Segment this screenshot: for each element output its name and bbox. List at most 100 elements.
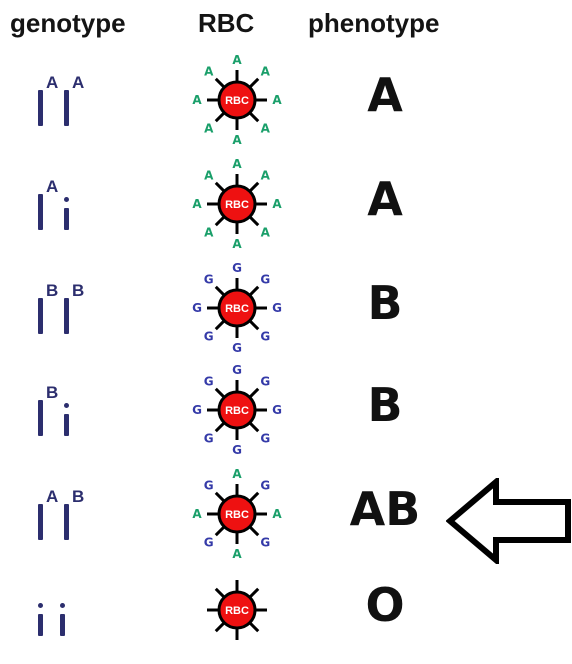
antigen-label: A: [261, 169, 271, 183]
rbc-header: RBC: [198, 8, 255, 38]
antigen-label: G: [260, 431, 270, 445]
receptor-spike: [248, 587, 260, 599]
allele-stem: [60, 614, 65, 636]
receptor-spike: [248, 215, 260, 227]
phenotype-label: O: [365, 578, 405, 632]
phenotype-label: B: [367, 276, 403, 330]
antigen-label: G: [192, 403, 202, 417]
rbc-label: RBC: [225, 405, 249, 417]
genotype-header: genotype: [10, 8, 126, 38]
receptor-spike: [248, 525, 260, 537]
antigen-label: A: [261, 65, 271, 79]
antigen-label: A: [232, 157, 242, 171]
antigen-label: G: [260, 535, 270, 549]
receptor-spike: [214, 587, 226, 599]
arrow-left-icon: [445, 475, 572, 567]
antigen-label: A: [232, 237, 242, 251]
receptor-spike: [214, 421, 226, 433]
allele-dot: [38, 603, 43, 608]
antigen-label: A: [192, 93, 202, 107]
antigen-label: A: [232, 53, 242, 67]
receptor-spike: [248, 387, 260, 399]
antigen-label: A: [204, 225, 214, 239]
phenotype-label: A: [367, 68, 403, 122]
receptor-spike: [214, 525, 226, 537]
antigen-label: G: [232, 341, 242, 355]
genotype: [38, 574, 168, 644]
antigen-label: G: [272, 403, 282, 417]
allele-bar: [38, 400, 43, 436]
receptor-spike: [214, 387, 226, 399]
allele-superscript: B: [46, 281, 59, 300]
antigen-label: G: [204, 535, 214, 549]
rbc-body: [217, 494, 257, 534]
antigen-label: A: [272, 93, 282, 107]
rbc-label: RBC: [225, 95, 249, 107]
antigen-label: A: [232, 133, 242, 147]
antigen-label: G: [272, 301, 282, 315]
phenotype-label: A: [367, 172, 403, 226]
antigen-label: A: [261, 225, 271, 239]
antigen-label: A: [192, 197, 202, 211]
antigen-label: G: [260, 479, 270, 493]
allele-superscript: A: [46, 177, 59, 196]
rbc-body: [217, 80, 257, 120]
allele-superscript: B: [72, 487, 85, 506]
allele-bar: [38, 194, 43, 230]
antigen-label: A: [261, 121, 271, 135]
rbc-label: RBC: [225, 303, 249, 315]
allele-superscript: A: [72, 73, 85, 92]
receptor-spike: [214, 621, 226, 633]
receptor-spike: [214, 215, 226, 227]
allele-superscript: B: [72, 281, 85, 300]
rbc-label: RBC: [225, 605, 249, 617]
antigen-label: G: [204, 431, 214, 445]
antigen-label: A: [272, 507, 282, 521]
receptor-spike: [248, 111, 260, 123]
receptor-spike: [214, 319, 226, 331]
allele-dot: [64, 403, 69, 408]
receptor-spike: [248, 181, 260, 193]
receptor-spike: [248, 319, 260, 331]
antigen-label: G: [260, 329, 270, 343]
rbc-cell: RBC: [182, 560, 292, 664]
antigen-label: G: [232, 443, 242, 457]
allele-superscript: A: [46, 73, 59, 92]
receptor-spike: [248, 491, 260, 503]
rbc-label: RBC: [225, 509, 249, 521]
rbc-body: [217, 590, 257, 630]
antigen-label: A: [192, 507, 202, 521]
receptor-spike: [248, 77, 260, 89]
receptor-spike: [214, 77, 226, 89]
allele-bar: [64, 90, 69, 126]
receptor-spike: [248, 285, 260, 297]
allele-stem: [64, 414, 69, 436]
rbc-body: [217, 390, 257, 430]
antigen-label: G: [232, 261, 242, 275]
phenotype-header: phenotype: [308, 8, 440, 38]
rbc-body: [217, 184, 257, 224]
antigen-label: G: [232, 363, 242, 377]
allele-dot: [60, 603, 65, 608]
antigen-label: A: [232, 547, 242, 561]
receptor-spike: [248, 621, 260, 633]
receptor-spike: [214, 285, 226, 297]
antigen-label: A: [204, 65, 214, 79]
allele-bar: [38, 90, 43, 126]
allele-bar: [64, 298, 69, 334]
allele-bar: [38, 504, 43, 540]
receptor-spike: [214, 181, 226, 193]
allele-bar: [64, 504, 69, 540]
phenotype-label: B: [367, 378, 403, 432]
allele-stem: [64, 208, 69, 230]
antigen-label: A: [232, 467, 242, 481]
